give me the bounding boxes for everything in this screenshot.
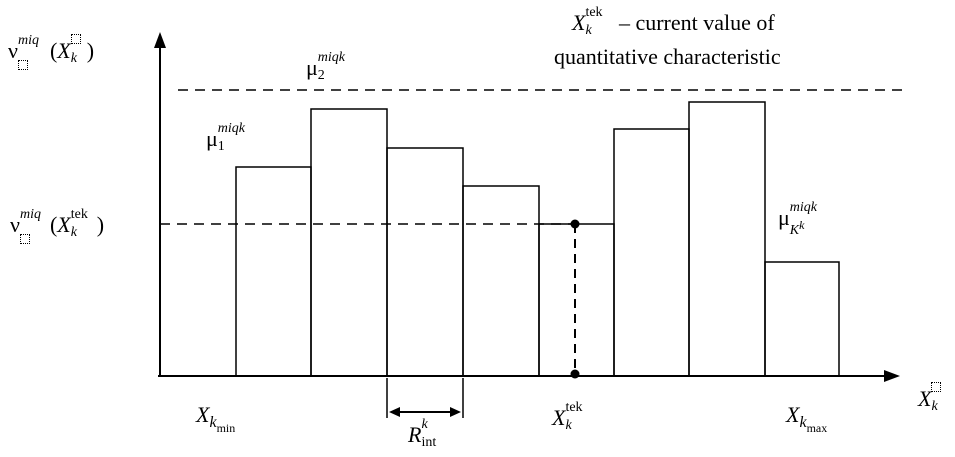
- current-value-point-top: [570, 219, 580, 229]
- histogram-bar: [688, 101, 766, 377]
- annotation-sub: k: [585, 23, 592, 38]
- histogram-bar: [386, 147, 464, 377]
- placeholder-box: [19, 234, 30, 244]
- histogram-bar: [538, 223, 615, 377]
- y-axis-arrow: [154, 32, 166, 48]
- histogram-bar: [613, 128, 690, 377]
- histogram-bar: [310, 108, 388, 377]
- annotation-text-line1: – current value of: [618, 10, 775, 35]
- interval-arrow-right: [450, 407, 461, 417]
- placeholder-box: [931, 382, 942, 392]
- current-value-point-axis: [570, 369, 580, 379]
- placeholder-box: [17, 60, 28, 70]
- x-axis-arrow: [884, 370, 900, 382]
- histogram-bar: [462, 185, 540, 377]
- histogram-bar: [235, 166, 312, 377]
- annotation-sup: tek: [585, 5, 603, 20]
- annotation-text-line2: quantitative characteristic: [554, 44, 781, 69]
- annotation-line2: quantitative characteristic: [554, 46, 781, 68]
- x-max-label: Xkmax: [786, 402, 828, 435]
- placeholder-box: [70, 34, 81, 44]
- histogram-bar: [764, 261, 840, 377]
- x-min-label: Xkmin: [196, 402, 236, 435]
- annotation-symbol: X: [572, 10, 586, 35]
- interval-arrow-left: [389, 407, 400, 417]
